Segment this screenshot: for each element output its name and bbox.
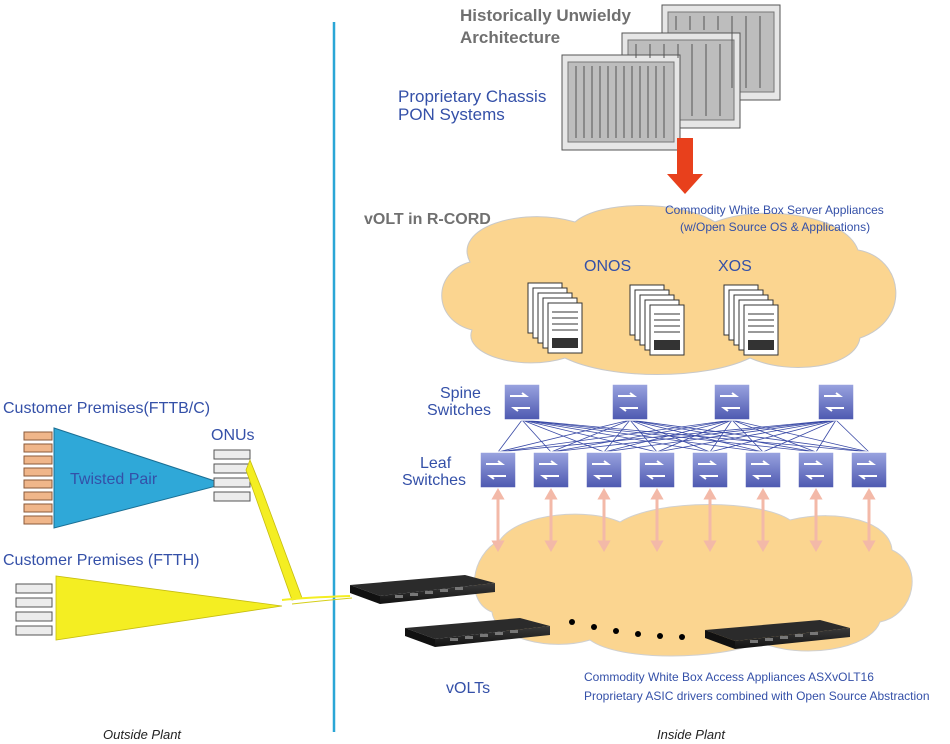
olt-appliance-icon [350, 575, 495, 604]
uplink-arrowhead [491, 487, 505, 500]
fiber-link [291, 597, 353, 605]
fttb-fiber-wedge [245, 458, 303, 601]
mesh-link [497, 419, 837, 453]
ellipsis-dots [569, 619, 685, 640]
leaf-switch-icon [850, 451, 888, 489]
spine-switch-icon [503, 383, 541, 421]
spine-label-line2: Switches [427, 402, 492, 419]
leaf-switch-icon [638, 451, 676, 489]
uplink-arrowhead [862, 487, 876, 500]
mesh-link [550, 419, 733, 453]
inside-plant-label: Inside Plant [657, 727, 725, 742]
mesh-link [497, 419, 631, 453]
fttb-label: Customer Premises(FTTB/C) [3, 400, 211, 417]
spine-label-line1: Spine [440, 385, 481, 402]
server-stack-icon [629, 284, 685, 356]
uplink-arrowhead [756, 487, 770, 500]
outside-plant-label: Outside Plant [103, 727, 182, 742]
leaf-label-line1: Leaf [420, 455, 452, 472]
leaf-label-line2: Switches [402, 472, 467, 489]
uplink-arrowhead [597, 487, 611, 500]
twisted-pair-wedge [53, 427, 226, 529]
leaf-switch-icon [797, 451, 835, 489]
mesh-link [550, 419, 837, 453]
volts-label: vOLTs [446, 680, 491, 697]
spine-switch-icon [817, 383, 855, 421]
mesh-link [521, 419, 552, 453]
spine-leaf-mesh [497, 419, 870, 453]
spine-switch-icon [611, 383, 649, 421]
fiber-link [281, 595, 351, 601]
mesh-link [731, 419, 870, 453]
onu-icon [213, 449, 251, 502]
mesh-link [656, 419, 837, 453]
mesh-link [629, 419, 817, 453]
chassis-label-line1: Proprietary Chassis [398, 87, 547, 106]
uplink-arrowhead [703, 540, 717, 553]
ftth-label: Customer Premises (FTTH) [3, 552, 200, 569]
leaf-switch-icon [479, 451, 517, 489]
onus-label: ONUs [211, 427, 255, 444]
mesh-link [629, 419, 870, 453]
server-caption-line1: Commodity White Box Server Appliances [665, 203, 884, 217]
uplink-arrowhead [650, 487, 664, 500]
mesh-link [762, 419, 837, 453]
server-caption-line2: (w/Open Source OS & Applications) [680, 220, 871, 234]
onu-icon [15, 583, 53, 636]
uplink-arrowhead [650, 540, 664, 553]
onos-label: ONOS [584, 258, 632, 275]
mesh-link [603, 419, 837, 453]
legacy-title-line2: Architecture [460, 28, 561, 47]
section-title: vOLT in R-CORD [364, 211, 491, 228]
uplink-arrowhead [756, 540, 770, 553]
uplink-arrowhead [809, 487, 823, 500]
xos-label: XOS [718, 258, 752, 275]
uplink-arrowhead [862, 540, 876, 553]
chassis-label-line2: PON Systems [398, 105, 505, 124]
uplink-arrows [491, 487, 876, 553]
access-caption-line1: Commodity White Box Access Appliances AS… [584, 670, 874, 684]
mesh-link [835, 419, 870, 453]
leaf-switch-icon [691, 451, 729, 489]
uplink-arrowhead [597, 540, 611, 553]
migration-arrow [667, 138, 703, 194]
olt-appliance-icon [405, 618, 550, 647]
access-cloud [473, 504, 913, 657]
server-stack-icon [527, 282, 583, 354]
olt-appliance-icon [705, 620, 850, 649]
leaf-switch-icon [744, 451, 782, 489]
building-icon [23, 431, 53, 525]
uplink-arrowhead [544, 540, 558, 553]
uplink-arrowhead [491, 540, 505, 553]
access-caption-line2: Proprietary ASIC drivers combined with O… [584, 689, 930, 703]
leaf-switch-icon [532, 451, 570, 489]
server-stack-icon [723, 284, 779, 356]
mesh-link [497, 419, 523, 453]
legacy-title-line1: Historically Unwieldy [460, 6, 631, 25]
ftth-fiber-wedge [55, 575, 283, 641]
chassis-icon [561, 4, 781, 151]
twisted-pair-label: Twisted Pair [70, 471, 158, 488]
mesh-link [709, 419, 837, 453]
leaf-switch-icon [585, 451, 623, 489]
uplink-arrowhead [703, 487, 717, 500]
uplink-arrowhead [544, 487, 558, 500]
uplink-arrowhead [809, 540, 823, 553]
mesh-link [550, 419, 631, 453]
mesh-link [497, 419, 733, 453]
mesh-link [815, 419, 837, 453]
spine-switch-icon [713, 383, 751, 421]
